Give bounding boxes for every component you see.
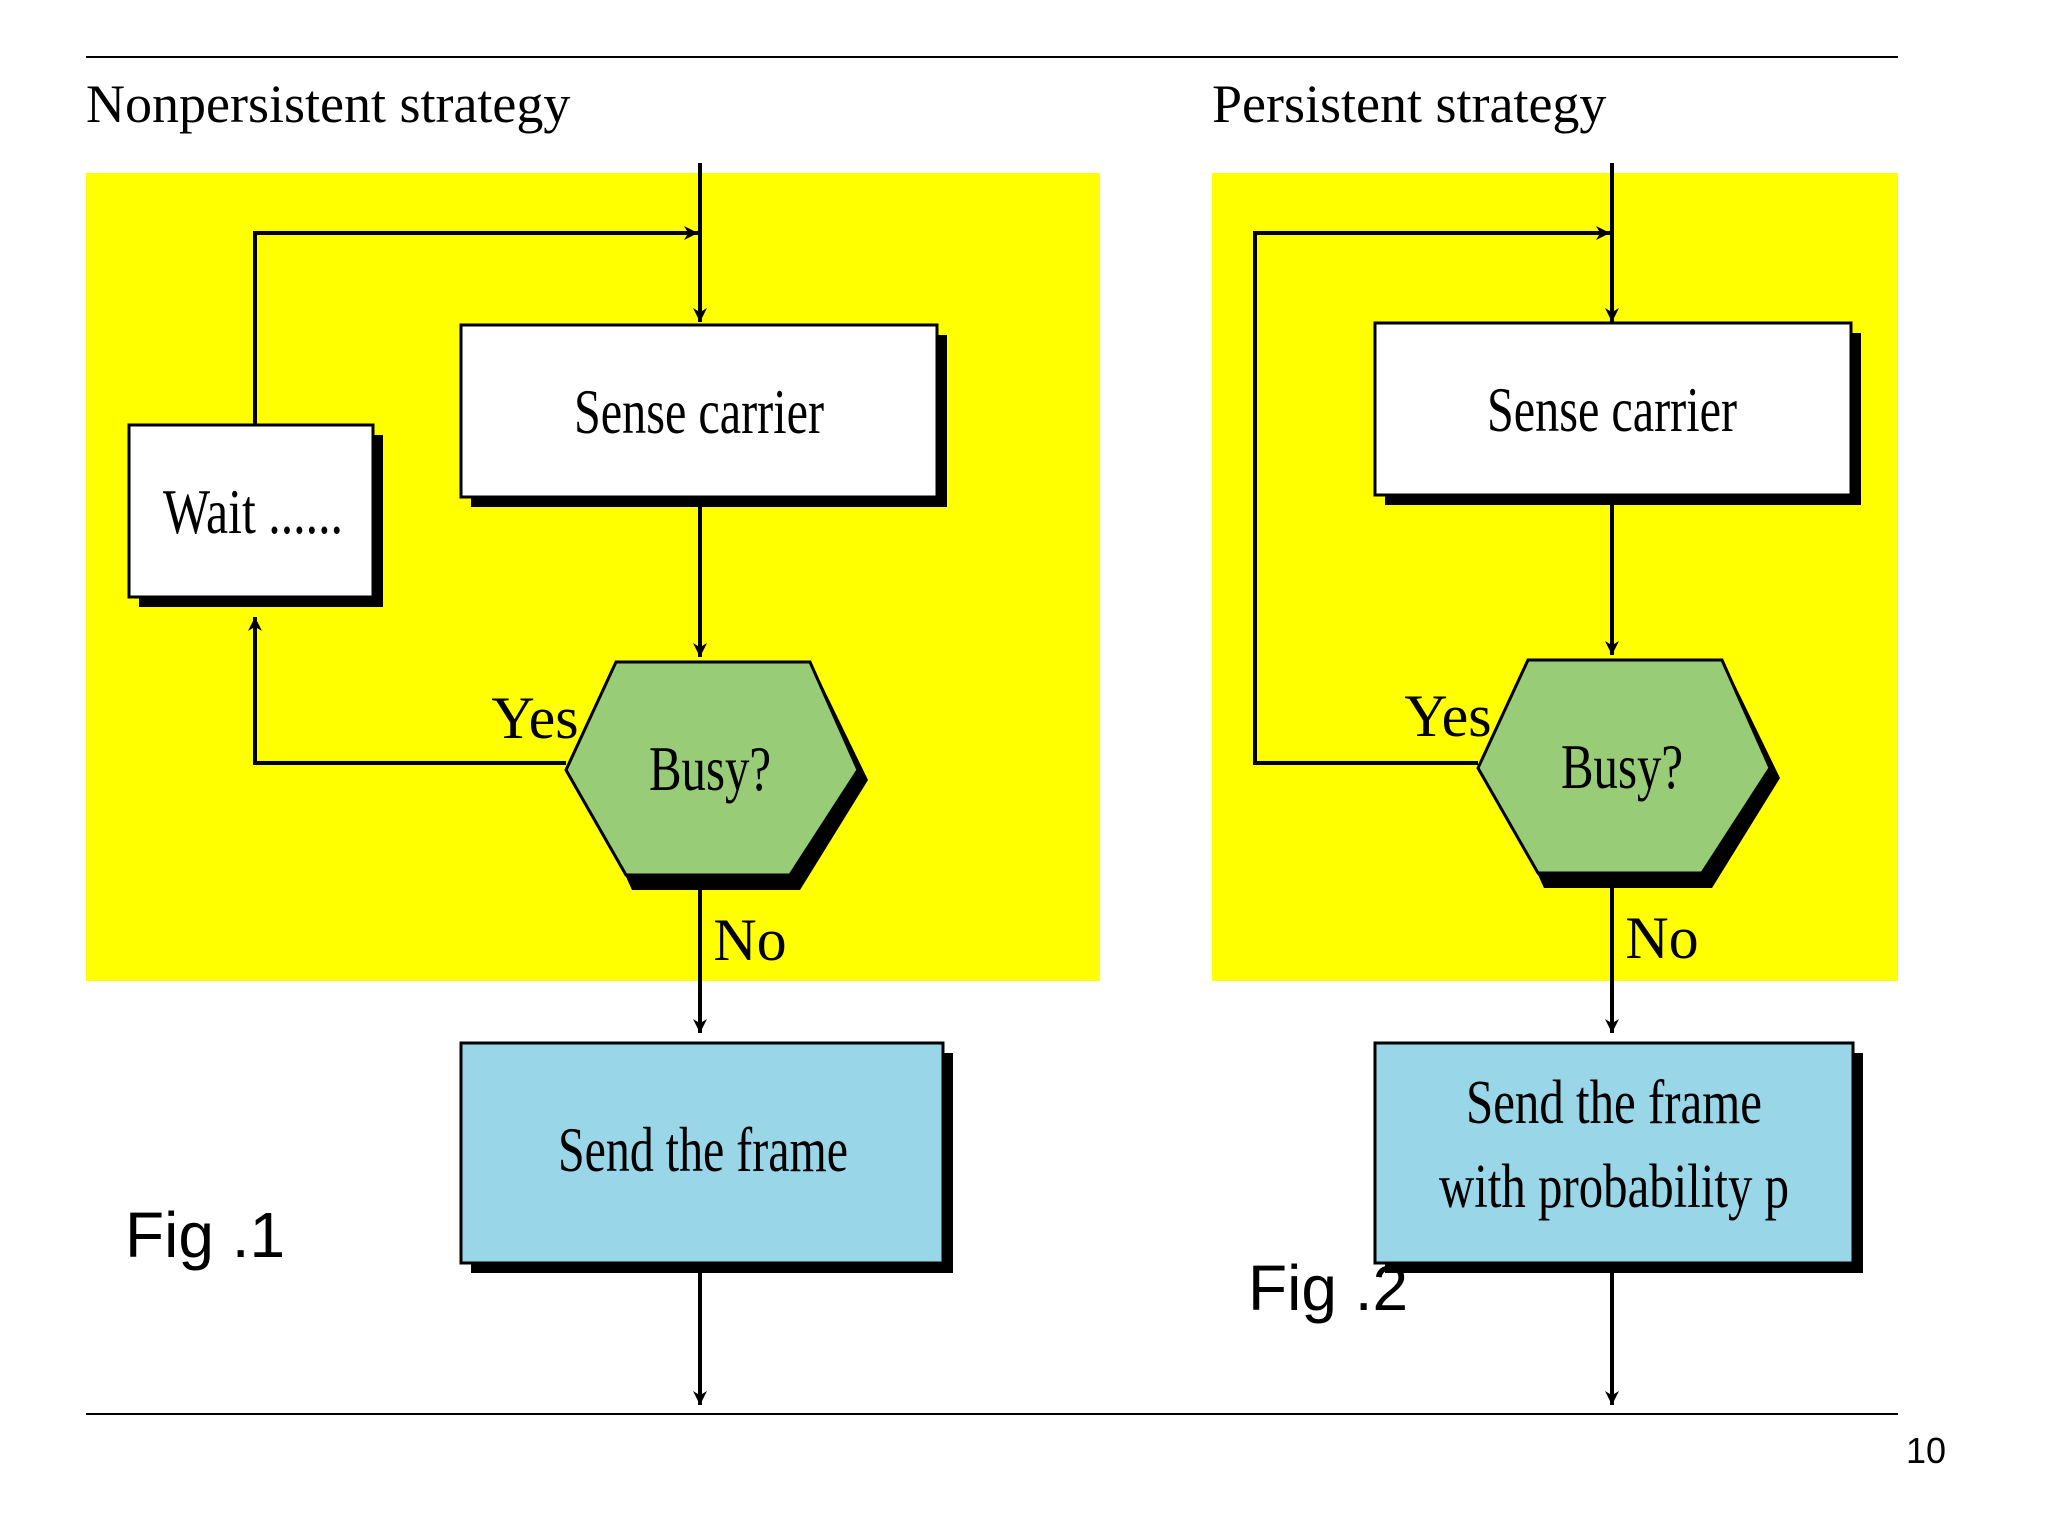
fig2-yes-label: Yes	[1404, 683, 1491, 749]
fig2-diagram: Persistent strategy Sense carrier Busy? …	[1212, 74, 1898, 1405]
fig1-wait-box	[127, 423, 375, 599]
fig2-yes-loop-arrow	[1253, 226, 1610, 765]
fig2-send-label-line1: Send the frame	[1466, 1069, 1762, 1137]
fig2-send-label-line2: with probability p	[1439, 1153, 1789, 1221]
fig1-caption: Fig .1	[125, 1199, 285, 1271]
fig2-busy-label: Busy?	[1561, 731, 1683, 802]
fig1-sense-label: Sense carrier	[574, 376, 824, 447]
page-number: 10	[1906, 1430, 1946, 1471]
fig1-busy-label: Busy?	[649, 733, 771, 804]
fig2-caption: Fig .2	[1248, 1252, 1408, 1324]
fig1-yes-arrow	[248, 617, 566, 765]
fig2-sense-label: Sense carrier	[1487, 374, 1737, 445]
fig2-sense-box	[1373, 321, 1853, 497]
fig2-busy-hexagon	[1476, 658, 1772, 875]
fig2-title: Persistent strategy	[1212, 74, 1606, 134]
fig1-send-box	[459, 1041, 945, 1265]
fig1-sense-box	[459, 323, 939, 499]
fig1-send-label: Send the frame	[558, 1114, 848, 1185]
fig1-yes-label: Yes	[491, 685, 578, 751]
fig1-wait-label: Wait ......	[163, 476, 343, 547]
fig1-busy-hexagon	[564, 660, 860, 877]
fig2-send-box	[1373, 1041, 1855, 1265]
fig1-diagram: Nonpersistent strategy Sense carrier Wai…	[86, 74, 1100, 1405]
fig1-no-label: No	[713, 907, 786, 973]
fig1-loop-arrow	[253, 226, 698, 424]
fig1-title: Nonpersistent strategy	[86, 74, 570, 134]
fig2-no-label: No	[1625, 905, 1698, 971]
